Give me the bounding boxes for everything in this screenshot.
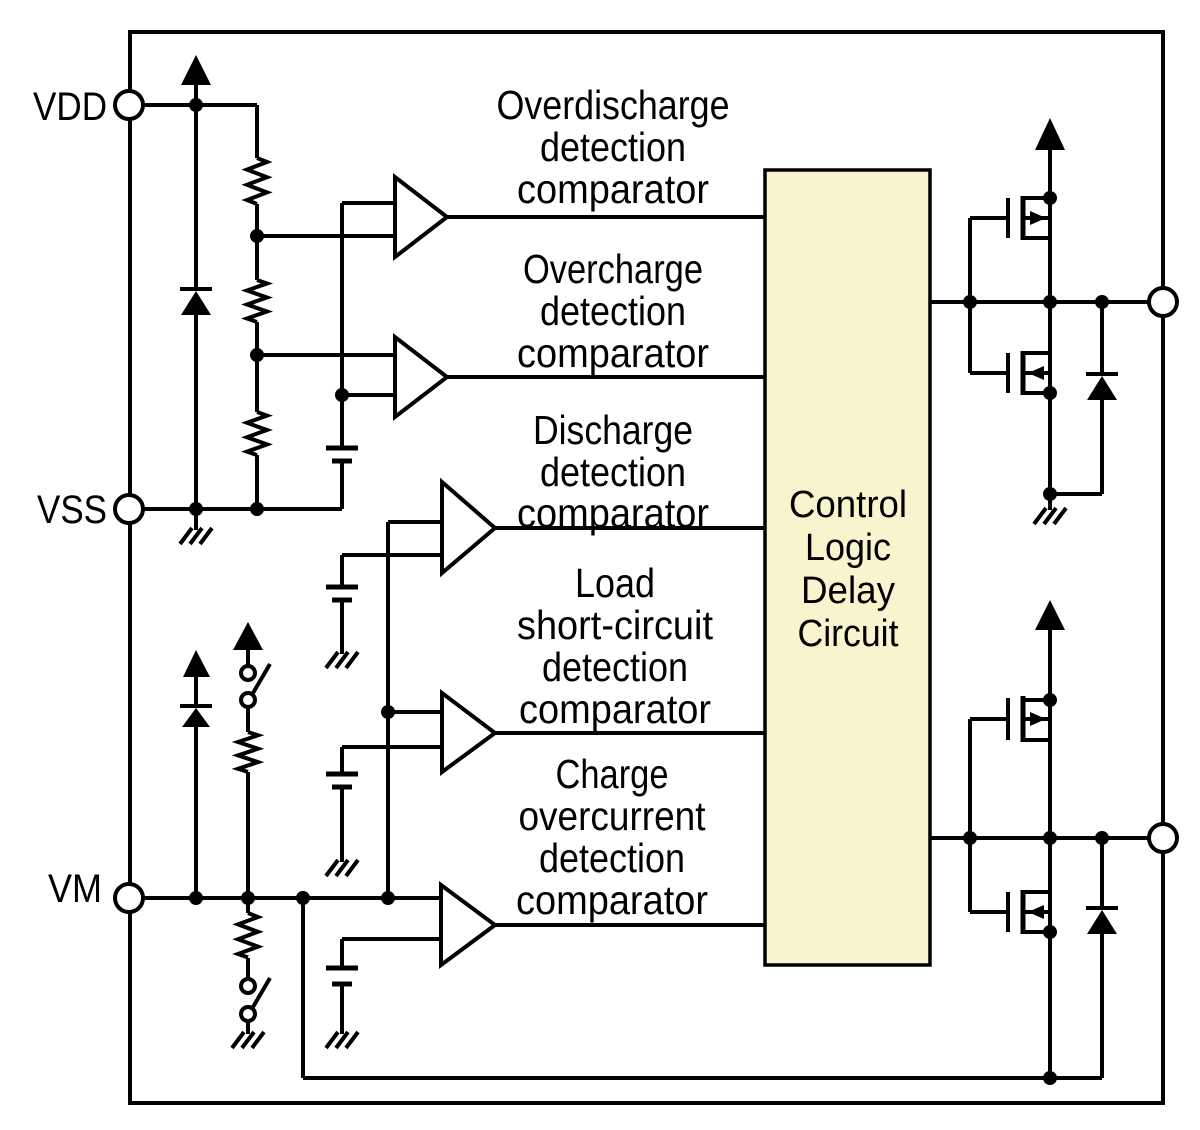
junction-dots	[189, 98, 1109, 1085]
comparator-triangle	[440, 688, 499, 776]
ground-symbol	[1032, 506, 1068, 526]
control-block-rect	[763, 168, 932, 967]
ic-boundary	[128, 30, 1165, 1105]
pin-vdd: VDD	[33, 85, 145, 129]
vdd-arrow-icon	[1035, 118, 1065, 150]
comparator-label-line: comparator	[517, 490, 709, 536]
comparator-label-line: comparator	[516, 877, 708, 923]
comparator-label-line: detection	[540, 449, 686, 495]
comparator-label-line: detection	[540, 288, 686, 334]
pmos-transistor	[1006, 196, 1050, 240]
pin-circle	[113, 493, 145, 525]
output-pin-top	[1147, 286, 1179, 318]
vdd-arrow-icon	[183, 650, 210, 677]
resistor	[232, 911, 264, 960]
comparator-label-line: overcurrent	[519, 793, 707, 839]
comparator-label-line: Overdischarge	[497, 82, 730, 128]
switch	[239, 662, 272, 709]
pin-circle	[113, 89, 145, 121]
comparator-label-discharge: Discharge detection comparator	[517, 407, 709, 536]
output-pin-bottom	[1147, 822, 1179, 854]
comparator-triangle	[393, 332, 451, 422]
comparator-label-load-short-circuit: Load short-circuit detection comparator	[517, 560, 714, 732]
capacitor	[326, 584, 358, 603]
diode	[180, 704, 212, 727]
comparator-label-line: detection	[542, 644, 688, 690]
comparator-triangle	[439, 881, 499, 969]
vdd-arrow-icon	[181, 55, 211, 85]
comparator-label-line: comparator	[517, 330, 709, 376]
ground-symbol	[178, 526, 214, 546]
comparator-label-line: short-circuit	[517, 602, 714, 648]
resistor	[241, 156, 273, 206]
vdd-arrow-icon	[1035, 600, 1065, 630]
ground-symbol	[324, 858, 360, 878]
comparator-triangle	[393, 172, 451, 262]
diode	[1086, 372, 1118, 400]
vdd-arrow-icon	[233, 622, 263, 650]
control-block-label-line: Delay	[801, 570, 895, 612]
pin-circle	[113, 882, 145, 914]
pin-vm: VM	[48, 867, 145, 914]
control-block-label-line: Logic	[805, 527, 891, 569]
resistor	[240, 278, 274, 324]
nmos-transistor	[1006, 351, 1050, 395]
capacitor	[326, 445, 358, 464]
comparator-label-line: detection	[539, 835, 685, 881]
comparator-label-line: comparator	[517, 166, 709, 212]
diode	[180, 287, 212, 315]
comparator-label-overdischarge: Overdischarge detection comparator	[497, 82, 730, 212]
control-block-label-line: Control	[789, 484, 907, 526]
ground-symbol	[230, 1030, 266, 1050]
comparator-triangle	[440, 477, 499, 578]
comparator-label-line: Discharge	[533, 407, 693, 453]
comparator-label-line: Charge	[556, 751, 669, 797]
switch	[239, 976, 272, 1023]
ground-symbol	[324, 1030, 360, 1050]
resistor-divider	[240, 156, 274, 457]
comparator-label-line: detection	[540, 124, 686, 170]
resistor	[231, 730, 265, 774]
comparator-label-charge-overcurrent: Charge overcurrent detection comparator	[516, 751, 708, 923]
comparator-label-line: Overcharge	[523, 246, 703, 292]
pin-label: VDD	[33, 85, 107, 129]
pin-label: VM	[48, 867, 102, 911]
pin-label: VSS	[37, 488, 107, 532]
pmos-transistor	[1006, 696, 1050, 742]
nmos-transistor	[1006, 890, 1050, 934]
pin-vss: VSS	[37, 488, 145, 532]
control-block-label-line: Circuit	[798, 613, 899, 655]
capacitor	[326, 771, 358, 790]
diode	[1086, 906, 1118, 934]
comparator-label-line: Load	[575, 560, 655, 606]
comparator-label-line: comparator	[519, 686, 711, 732]
comparator-label-overcharge: Overcharge detection comparator	[517, 246, 709, 376]
ground-symbol	[324, 650, 360, 670]
resistor	[241, 410, 273, 457]
capacitor	[326, 965, 358, 987]
control-logic-delay-circuit-block: Control Logic Delay Circuit	[763, 168, 932, 967]
